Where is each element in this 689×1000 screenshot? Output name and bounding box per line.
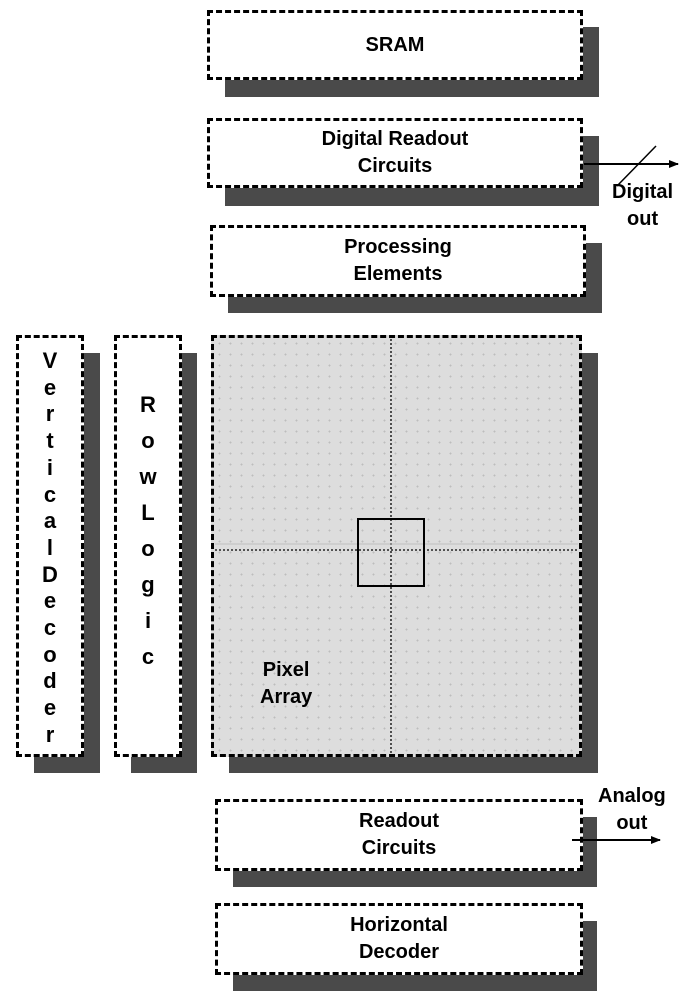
processing-elements-block: Processing Elements <box>210 225 586 297</box>
vertical-letter: R <box>140 392 156 417</box>
sram-label: SRAM <box>365 33 425 56</box>
vertical-letter: e <box>43 588 57 614</box>
vertical-letter: g <box>141 572 155 597</box>
vertical-letter: w <box>139 464 157 489</box>
vertical-letter: i <box>46 454 54 480</box>
vertical-letter: i <box>144 608 152 633</box>
vertical-letter: c <box>43 481 57 507</box>
sram-block: SRAM <box>207 10 583 80</box>
vertical-letter: t <box>46 428 54 454</box>
vertical-letter: L <box>141 500 155 525</box>
digital-readout-block: Digital Readout Circuits <box>207 118 583 188</box>
readout-circuits-label: Readout Circuits <box>359 810 439 859</box>
digital-readout-label: Digital Readout Circuits <box>321 128 469 177</box>
vertical-letter: V <box>42 348 58 373</box>
digital-out-label: Digital out <box>612 181 674 230</box>
vertical-letter: r <box>45 401 55 427</box>
pixel-array-label: Pixel Array <box>260 659 313 708</box>
vertical-letter: l <box>46 534 54 560</box>
vertical-letter: e <box>43 695 57 721</box>
processing-elements-label: Processing Elements <box>344 236 452 285</box>
digital-bus-slash <box>616 145 657 187</box>
vertical-letter: o <box>43 641 57 667</box>
analog-out-label: Analog out <box>598 785 666 834</box>
vertical-letter: e <box>43 374 57 400</box>
vertical-letter: d <box>43 668 57 694</box>
vertical-letter: o <box>141 428 155 453</box>
vertical-letter: c <box>43 615 57 641</box>
readout-circuits-block: Readout Circuits <box>215 799 583 871</box>
horizontal-decoder-block: Horizontal Decoder <box>215 903 583 975</box>
vertical-letter: a <box>43 508 57 534</box>
horizontal-decoder-label: Horizontal Decoder <box>350 914 448 963</box>
vertical-letter: r <box>45 721 55 747</box>
vertical-letter: c <box>141 644 155 669</box>
pixel-array-block: Pixel Array <box>211 335 582 757</box>
vertical-letter: D <box>42 561 58 587</box>
selected-pixel-box <box>357 518 425 587</box>
vertical-letter: o <box>141 536 155 561</box>
